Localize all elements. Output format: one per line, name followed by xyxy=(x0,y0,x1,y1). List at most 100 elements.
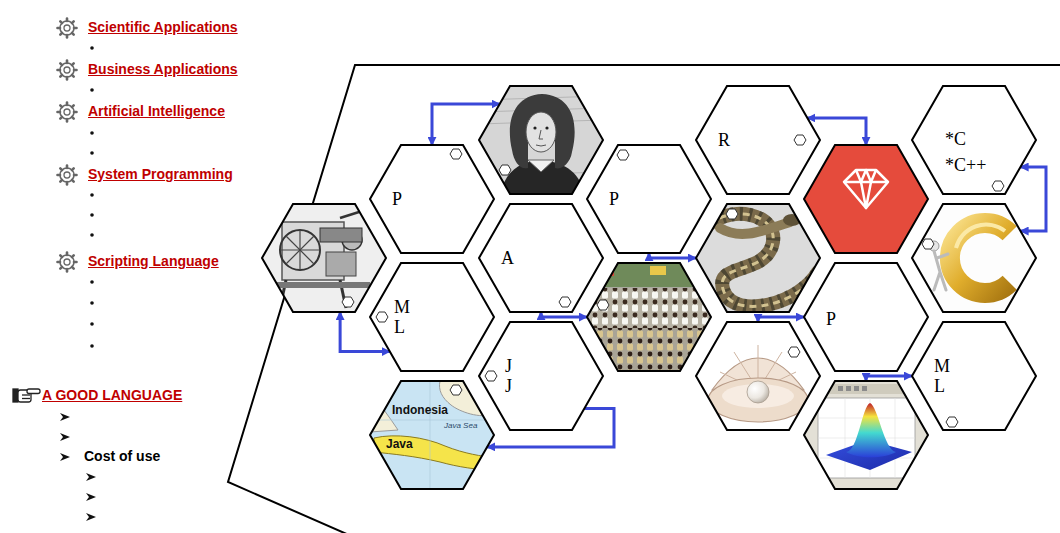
printing-press-picture xyxy=(286,236,314,264)
hexagon-border xyxy=(479,204,603,312)
gear-icon xyxy=(58,61,77,80)
pearl-shell-picture xyxy=(708,378,808,422)
hexagon-outline xyxy=(262,204,386,312)
arrow-connector xyxy=(1021,167,1047,231)
letter-hexagon: A xyxy=(479,204,603,312)
matlab-plot-picture xyxy=(804,381,928,489)
java-map-picture xyxy=(430,381,431,489)
letter-hexagon: P xyxy=(804,263,928,371)
mini-hexagon-icon xyxy=(794,135,806,145)
gold-c-picture xyxy=(934,251,948,290)
hexagon-border xyxy=(587,145,711,253)
hexagon-border xyxy=(912,204,1036,312)
hex-letter: M L xyxy=(934,356,950,396)
matlab-plot-picture xyxy=(804,384,928,394)
marching-crowd-picture xyxy=(587,287,711,371)
letter-hexagon: M L xyxy=(370,263,494,371)
printing-press-picture xyxy=(262,204,386,312)
printing-press-picture xyxy=(270,282,370,288)
list-bullet xyxy=(90,344,94,348)
hexagon-border xyxy=(696,204,820,312)
python-snake-picture xyxy=(696,204,820,312)
section-heading: Scientific Applications xyxy=(88,19,238,36)
gold-c-picture xyxy=(956,225,1005,248)
hexagon-outline xyxy=(912,86,1036,194)
arrow-bullet xyxy=(60,433,70,441)
printing-press-picture xyxy=(286,236,314,264)
letter-hexagon: *C *C++ xyxy=(912,86,1036,194)
letter-hexagon: J J xyxy=(479,322,603,430)
hexagon-border xyxy=(479,86,603,194)
gear-icon xyxy=(58,253,77,272)
hexagon-outline xyxy=(912,204,1036,312)
mini-hexagon-icon xyxy=(559,297,571,307)
arrow-bullet xyxy=(60,453,70,461)
pascal-portrait xyxy=(528,160,554,172)
hex-letter: J J xyxy=(505,356,512,396)
matlab-plot-picture xyxy=(804,381,928,489)
matlab-plot-picture xyxy=(845,398,846,478)
hexagon-outline xyxy=(696,204,820,312)
hex-letter: P xyxy=(392,189,402,209)
gear-icon xyxy=(58,166,77,185)
mini-hexagon-icon xyxy=(450,385,462,395)
list-bullet xyxy=(90,280,94,284)
picture-hexagon: IndonesiaJava SeaJava xyxy=(370,381,494,489)
hexagon-border xyxy=(696,322,820,430)
list-bullet xyxy=(90,46,94,348)
arrow-connector xyxy=(432,104,500,145)
hexagon-border xyxy=(262,204,386,312)
hexagon-outline xyxy=(804,263,928,371)
gold-c-picture xyxy=(950,223,1010,293)
hexagon-border xyxy=(912,322,1036,430)
mini-hexagon-icon xyxy=(617,150,629,160)
hexagon-outline xyxy=(587,145,711,253)
pascal-portrait xyxy=(536,145,546,146)
hex-letter: *C *C++ xyxy=(945,126,986,178)
matlab-plot-picture xyxy=(846,386,851,391)
java-map-picture xyxy=(474,475,486,481)
hexagon-outline xyxy=(696,86,820,194)
pointing-hand-icon xyxy=(22,394,30,395)
letter-hexagon: P xyxy=(587,145,711,253)
hexagon-border xyxy=(696,86,820,194)
hexagon-outline xyxy=(587,263,711,371)
arrow-bullet xyxy=(86,493,96,501)
hexagon-border xyxy=(370,381,494,489)
java-map-picture xyxy=(370,420,494,421)
hex-letter: M L xyxy=(394,297,410,337)
map-label: Indonesia xyxy=(392,403,448,417)
section-heading: Business Applications xyxy=(88,61,238,78)
picture-hexagon xyxy=(804,145,928,253)
printing-press-picture xyxy=(262,204,386,312)
printing-press-picture xyxy=(280,230,320,270)
pascal-portrait xyxy=(479,86,603,196)
mini-hexagon-icon xyxy=(376,312,388,322)
arrow-bullet xyxy=(60,413,70,421)
hexagon-outline xyxy=(370,263,494,371)
list-bullet xyxy=(90,322,94,326)
picture-hexagon xyxy=(912,204,1036,312)
hexagon-border xyxy=(804,145,928,253)
pearl-shell-picture xyxy=(696,322,820,430)
hex-letter: A xyxy=(501,248,514,268)
list-bullet xyxy=(90,46,94,50)
list-bullet xyxy=(90,193,94,197)
gold-c-picture xyxy=(912,204,1036,312)
mini-hexagon-icon xyxy=(992,181,1004,191)
hex-letter: P xyxy=(609,189,619,209)
gold-c-picture xyxy=(912,204,1036,312)
hexagon-border xyxy=(479,322,603,430)
list-bullet xyxy=(90,301,94,305)
mini-hexagon-icon xyxy=(788,347,800,357)
hex-letter: R xyxy=(718,130,730,150)
mini-hexagon-icon xyxy=(946,417,958,427)
printing-press-picture xyxy=(280,230,320,270)
list-bullet xyxy=(90,151,94,155)
mini-hexagon-icon xyxy=(922,239,934,249)
gear-icon xyxy=(58,103,77,122)
mini-hexagon-icon xyxy=(450,149,462,159)
mini-hexagon-icon xyxy=(597,300,609,310)
